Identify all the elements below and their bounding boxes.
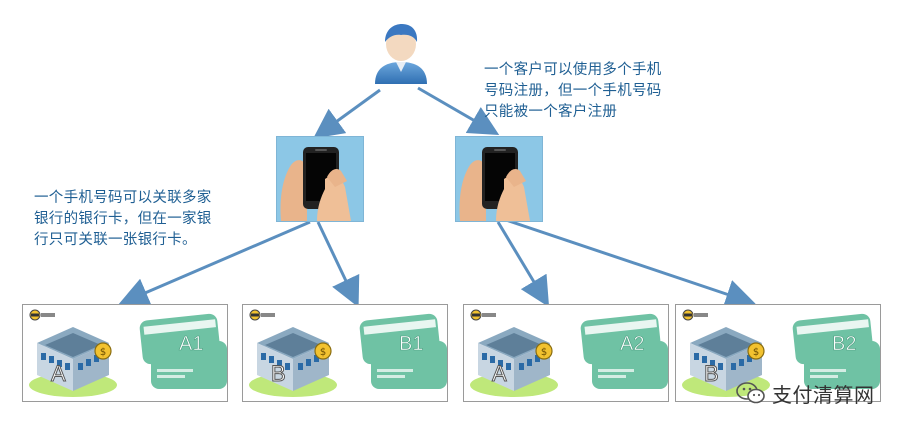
user-icon [375, 24, 427, 84]
bank-label: A [51, 361, 67, 387]
arrow-user-to-phone-1 [313, 88, 381, 139]
bank-logo-icon [249, 309, 275, 321]
customer-note-line-2: 号码注册，但一个手机号码 [484, 83, 662, 99]
arrow-phone1-to-bank-a [118, 220, 311, 307]
arrow-phone1-to-bank-b [316, 221, 360, 308]
arrow-user-to-phone-2 [417, 86, 500, 136]
card-label: B1 [399, 333, 424, 356]
phone-note-line-1: 一个手机号码可以关联多家 [34, 190, 212, 206]
phone-note-line-2: 银行的银行卡，但在一家银 [34, 211, 212, 227]
svg-text:$: $ [320, 347, 326, 358]
bank-panel-2: $ B B1 [242, 304, 448, 402]
card-label: A2 [620, 333, 645, 356]
bank-building-icon: $ [682, 327, 770, 397]
bank-building-icon: $ [470, 327, 558, 397]
svg-text:$: $ [753, 347, 759, 358]
watermark: 支付清算网 [736, 378, 875, 408]
bank-panel-3: $ A A2 [463, 304, 669, 402]
bank-card-icon [359, 313, 447, 389]
bank-panel-4: $ B B2 [675, 304, 881, 402]
card-label: A1 [179, 333, 204, 356]
bank-logo-icon [470, 309, 496, 321]
bank-card-icon [792, 313, 880, 389]
phone-in-hand-icon [459, 147, 530, 221]
bank-panel-1: $ A A1 [22, 304, 228, 402]
phone-note: 一个手机号码可以关联多家 银行的银行卡，但在一家银 行只可关联一张银行卡。 [34, 188, 212, 251]
bank-label: B [704, 361, 720, 387]
card-label: B2 [832, 333, 857, 356]
bank-label: A [492, 361, 508, 387]
svg-text:$: $ [541, 347, 547, 358]
bank-card-icon [139, 313, 227, 389]
wechat-icon [736, 382, 765, 404]
phone-note-line-3: 行只可关联一张银行卡。 [34, 232, 197, 248]
bank-logo-icon [682, 309, 708, 321]
svg-text:$: $ [100, 347, 106, 358]
arrow-phone2-to-bank-a [496, 221, 550, 308]
bank-building-icon: $ [249, 327, 337, 397]
watermark-text: 支付清算网 [772, 382, 875, 407]
customer-note-line-1: 一个客户可以使用多个手机 [484, 62, 662, 78]
phone-2 [455, 136, 543, 222]
bank-label: B [271, 361, 287, 387]
bank-card-icon [580, 313, 668, 389]
arrow-phone2-to-bank-b [505, 218, 756, 309]
customer-note: 一个客户可以使用多个手机 号码注册，但一个手机号码 只能被一个客户注册 [484, 60, 662, 123]
customer-note-line-3: 只能被一个客户注册 [484, 104, 618, 120]
bank-building-icon: $ [29, 327, 117, 397]
bank-logo-icon [29, 309, 55, 321]
phone-1 [276, 136, 364, 222]
phone-in-hand-icon [280, 147, 351, 221]
